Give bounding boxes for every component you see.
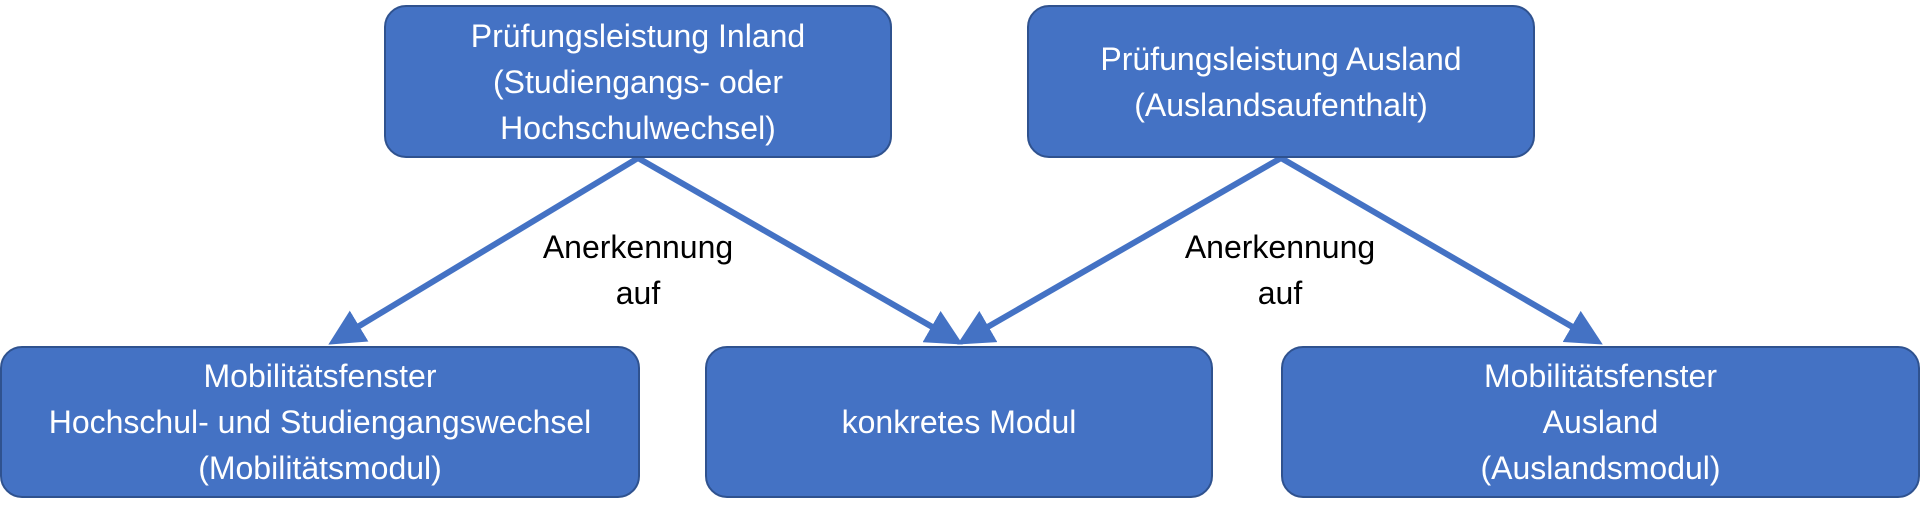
arrow-abroad-to-abroad-module: [1279, 155, 1603, 345]
node-text-line: (Mobilitätsmodul): [198, 450, 442, 486]
node-exam-inland: Prüfungsleistung Inland (Studiengangs- o…: [384, 5, 892, 158]
node-text-line: Prüfungsleistung Inland: [470, 17, 806, 54]
arrow-inland-to-mobility-window: [328, 155, 640, 345]
node-exam-abroad: Prüfungsleistung Ausland (Auslandsaufent…: [1027, 5, 1535, 158]
node-text-line: Mobilitätsfenster: [203, 358, 437, 394]
edge-label-line: auf: [1257, 275, 1303, 311]
edge-label-line: auf: [615, 275, 661, 311]
node-text-line: konkretes Modul: [841, 404, 1077, 440]
node-mobility-window-abroad: Mobilitätsfenster Ausland (Auslandsmodul…: [1281, 346, 1920, 498]
arrow-abroad-to-concrete-module: [957, 155, 1283, 345]
edge-label-line: Anerkennung: [542, 229, 734, 265]
node-mobility-window-university-change: Mobilitätsfenster Hochschul- und Studien…: [0, 346, 640, 498]
edge-label-line: Anerkennung: [1184, 229, 1376, 265]
node-text-line: Hochschul- und Studiengangswechsel: [48, 404, 592, 440]
node-text-line: Ausland: [1542, 404, 1659, 440]
edge-label-recognition-right: Anerkennung auf: [1150, 224, 1410, 316]
node-text-line: Prüfungsleistung Ausland: [1100, 40, 1462, 77]
node-text-line: Mobilitätsfenster: [1484, 358, 1717, 394]
arrow-inland-to-concrete-module: [636, 155, 963, 345]
node-text-line: (Auslandsmodul): [1480, 450, 1721, 486]
node-concrete-module: konkretes Modul: [705, 346, 1213, 498]
edge-label-recognition-left: Anerkennung auf: [508, 224, 768, 316]
node-text-line: (Auslandsaufenthalt): [1134, 86, 1428, 123]
node-text-line: (Studiengangs- oder: [493, 63, 783, 100]
node-text-line: Hochschulwechsel): [500, 109, 776, 146]
